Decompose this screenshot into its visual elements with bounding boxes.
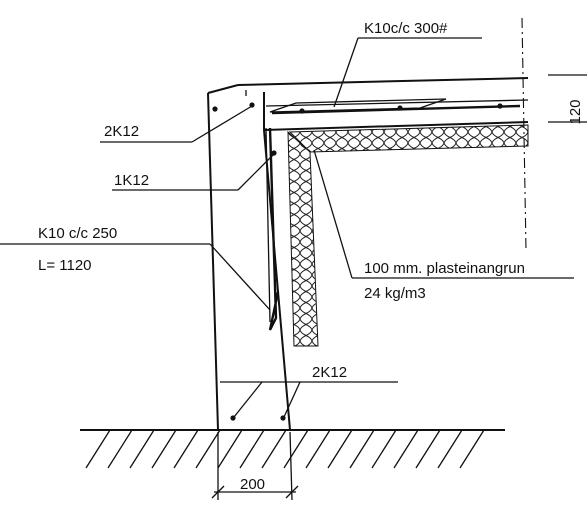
label-insulation-spec: 100 mm. plasteinangrun: [364, 260, 525, 277]
label-slab-thickness: 120: [567, 99, 584, 124]
label-top-rebar: K10c/c 300#: [364, 20, 448, 37]
wall-rebar: [265, 127, 280, 331]
label-insulation-density: 24 kg/m3: [364, 285, 426, 302]
label-single-bar: 1K12: [114, 172, 149, 189]
top-rebar: [269, 98, 521, 115]
rebar-dot: [271, 150, 277, 156]
label-corner-bars-bottom: 2K12: [312, 364, 347, 381]
roof-slab: [207, 77, 529, 131]
label-stirrup-spec: K10 c/c 250: [38, 225, 117, 242]
label-stirrup-length: L= 1120: [38, 257, 92, 274]
insulation: [287, 124, 529, 347]
ground: [80, 429, 505, 469]
leader-lines: [0, 37, 587, 501]
label-wall-width: 200: [240, 476, 265, 493]
label-corner-bars-top: 2K12: [104, 123, 139, 140]
concrete-wall: [207, 90, 291, 431]
rebar-dot: [212, 106, 218, 112]
